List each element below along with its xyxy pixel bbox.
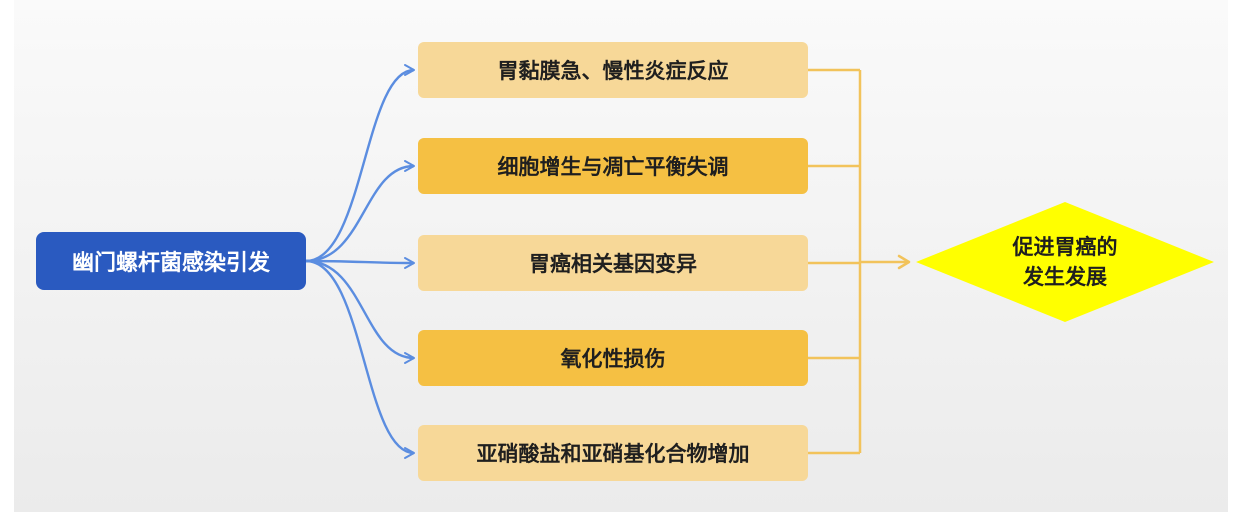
cause-node-inflammation: 胃黏膜急、慢性炎症反应 [418,42,808,98]
cause-node-gene-mutation: 胃癌相关基因变异 [418,235,808,291]
source-to-cause-1-arrow [305,64,415,263]
outcome-label: 促进胃癌的 发生发展 [916,202,1214,322]
connector-layer [305,64,911,459]
source-to-cause-4-arrow [305,259,415,364]
cause-node-nitrite-increase: 亚硝酸盐和亚硝基化合物增加 [418,425,808,481]
cause-merge-bracket [808,68,862,455]
cause-node-oxidative-damage: 氧化性损伤 [418,330,808,386]
source-to-cause-3-arrow [305,256,415,269]
source-node: 幽门螺杆菌感染引发 [36,232,306,290]
outcome-line-1: 促进胃癌的 [1012,235,1118,259]
source-to-cause-2-arrow [305,160,415,263]
cause-node-apoptosis-imbalance: 细胞增生与凋亡平衡失调 [418,138,808,194]
outcome-diamond [916,202,1214,322]
source-to-cause-5-arrow [305,259,415,459]
outcome-line-2: 发生发展 [1023,265,1107,289]
